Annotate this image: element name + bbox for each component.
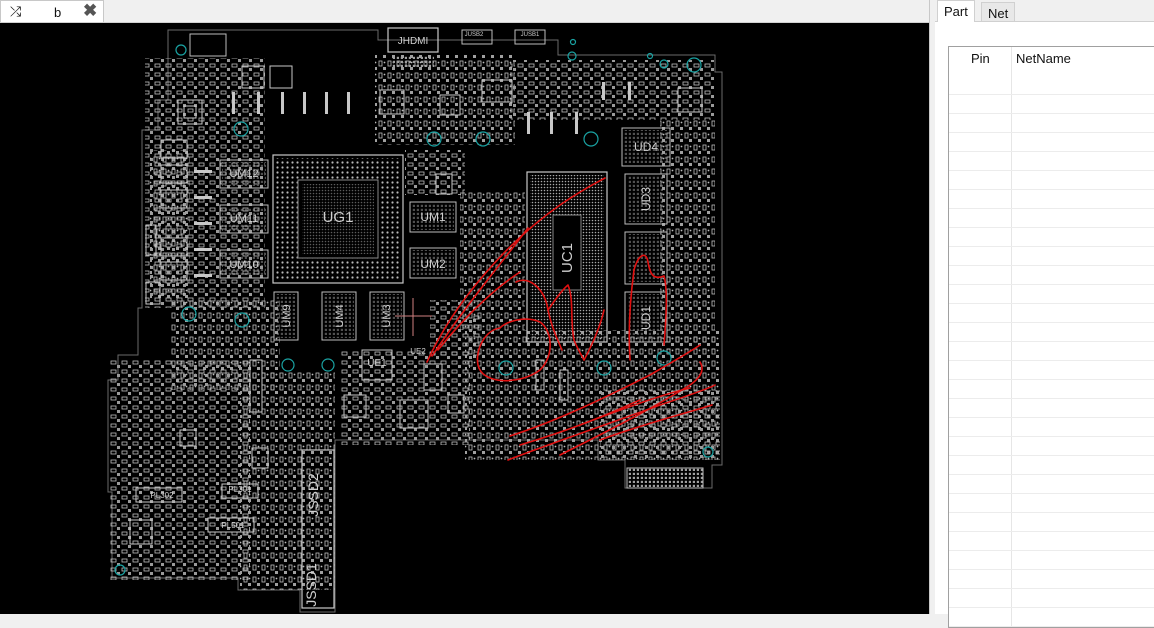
tab-part[interactable]: Part bbox=[937, 0, 975, 22]
grid-row-line bbox=[949, 303, 1154, 304]
part-label-pl501: PL501 bbox=[221, 521, 245, 530]
document-tab-label[interactable]: b bbox=[54, 5, 62, 20]
grid-column-divider bbox=[1011, 47, 1012, 627]
connector-label-jusb1: JUSB1 bbox=[521, 32, 540, 38]
board-view-canvas[interactable]: UG1 UC1 UM12 UM11 UM10 UM1 bbox=[0, 23, 929, 614]
chip-label-ue1: UE1 bbox=[367, 358, 387, 369]
grid-row-line bbox=[949, 227, 1154, 228]
grid-row-line bbox=[949, 607, 1154, 608]
grid-row-line bbox=[949, 588, 1154, 589]
connector-label-jssd1: JSSD1 bbox=[303, 563, 319, 607]
chip-labels: UM12 UM11 UM10 UM1 UM2 UM9 UM4 UM3 UD4 U… bbox=[150, 32, 658, 530]
grid-row-line bbox=[949, 531, 1154, 532]
part-label-pl301: PL301 bbox=[228, 485, 252, 494]
connector-jhdmi: JHDMI bbox=[387, 27, 439, 67]
red-annotation bbox=[426, 177, 716, 461]
chip-ug1: UG1 bbox=[272, 154, 404, 284]
grid-row-line bbox=[949, 341, 1154, 342]
chip-label-uc1: UC1 bbox=[559, 243, 576, 273]
chip-label-ue2: UE2 bbox=[410, 347, 426, 356]
chip-label-um4: UM4 bbox=[334, 304, 346, 327]
pin-net-grid[interactable]: Pin NetName bbox=[948, 46, 1154, 628]
chip-label-ug1: UG1 bbox=[323, 209, 354, 226]
shuffle-icon[interactable]: ⤮ bbox=[10, 3, 22, 19]
connector-jssd: JSSD1 JSSD2 bbox=[301, 449, 335, 609]
chip-label-um10: UM10 bbox=[229, 259, 258, 271]
grid-row-line bbox=[949, 436, 1154, 437]
grid-row-line bbox=[949, 246, 1154, 247]
chip-label-um12: UM12 bbox=[229, 168, 258, 180]
chip-label-ud4: UD4 bbox=[634, 140, 658, 154]
grid-row-line bbox=[949, 360, 1154, 361]
connector-label-jhdmi: JHDMI bbox=[398, 36, 429, 47]
grid-row-line bbox=[949, 493, 1154, 494]
part-label-pl302: PL302 bbox=[150, 491, 174, 500]
tab-underline bbox=[935, 21, 1154, 22]
grid-row-line bbox=[949, 170, 1154, 171]
grid-header: Pin NetName bbox=[949, 47, 1154, 75]
chip-label-ud3: UD3 bbox=[639, 187, 653, 211]
connector-label-jssd2: JSSD2 bbox=[305, 473, 321, 517]
grid-row-line bbox=[949, 455, 1154, 456]
chip-uc1: UC1 bbox=[526, 171, 608, 343]
panel-splitter[interactable] bbox=[929, 0, 935, 614]
grid-row-line bbox=[949, 474, 1154, 475]
grid-row-line bbox=[949, 284, 1154, 285]
board-layout[interactable]: UG1 UC1 UM12 UM11 UM10 UM1 bbox=[0, 23, 929, 614]
grid-row-line bbox=[949, 398, 1154, 399]
grid-row-line bbox=[949, 569, 1154, 570]
chip-label-um3: UM3 bbox=[381, 304, 393, 327]
grid-row-line bbox=[949, 189, 1154, 190]
grid-row-line bbox=[949, 626, 1154, 627]
document-tab[interactable]: ⤮ b ✖ bbox=[0, 0, 104, 22]
chip-label-um11: UM11 bbox=[230, 213, 259, 225]
chip-label-um9: UM9 bbox=[281, 304, 293, 327]
grid-row-line bbox=[949, 113, 1154, 114]
grid-row-line bbox=[949, 151, 1154, 152]
grid-row-line bbox=[949, 379, 1154, 380]
tab-net[interactable]: Net bbox=[981, 2, 1016, 22]
grid-row-line bbox=[949, 417, 1154, 418]
close-icon[interactable]: ✖ bbox=[83, 1, 98, 20]
crosshair-cursor bbox=[395, 298, 432, 336]
column-header-netname[interactable]: NetName bbox=[1016, 51, 1071, 66]
grid-row-line bbox=[949, 550, 1154, 551]
memory-chips bbox=[219, 127, 671, 343]
grid-row-line bbox=[949, 132, 1154, 133]
grid-row-line bbox=[949, 265, 1154, 266]
tab-content: Pin NetName bbox=[935, 22, 1154, 628]
document-tabstrip: ⤮ b ✖ bbox=[0, 0, 932, 23]
chip-label-um1: UM1 bbox=[420, 210, 446, 224]
grid-row-line bbox=[949, 322, 1154, 323]
column-header-pin[interactable]: Pin bbox=[971, 51, 990, 66]
properties-panel: Part Net Pin NetName bbox=[935, 0, 1154, 628]
chip-label-ud1: UD1 bbox=[639, 306, 653, 330]
grid-row-line bbox=[949, 512, 1154, 513]
grid-row-line bbox=[949, 94, 1154, 95]
grid-row-line bbox=[949, 208, 1154, 209]
connector-label-jusb2: JUSB2 bbox=[465, 32, 484, 38]
chip-label-um2: UM2 bbox=[420, 257, 446, 271]
